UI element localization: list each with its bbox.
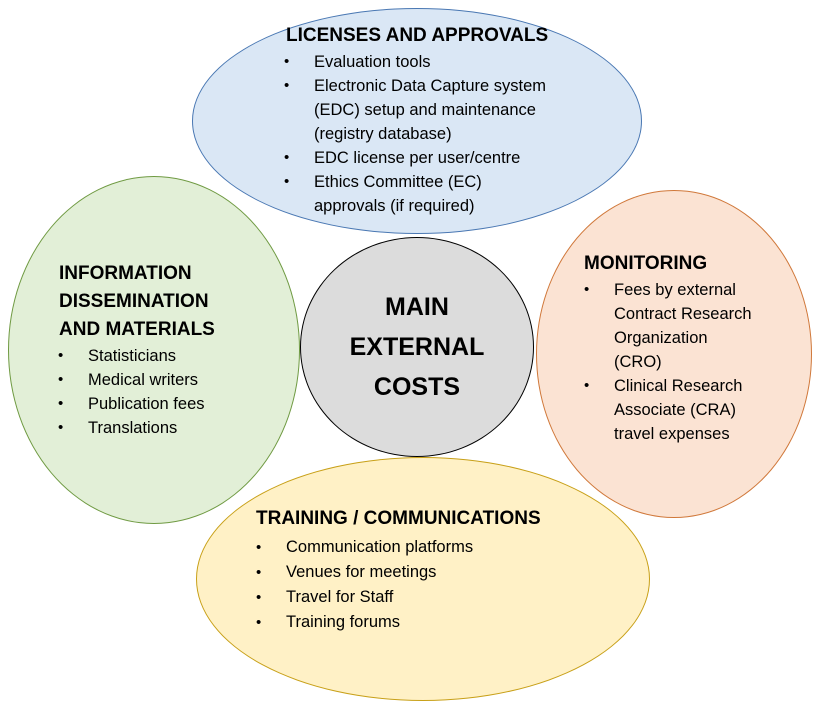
- monitoring-panel: MONITORING Fees by external Contract Res…: [584, 250, 794, 446]
- center-line-3: COSTS: [373, 373, 461, 401]
- list-item: Medical writers: [56, 368, 289, 392]
- center-line-2: EXTERNAL: [349, 333, 485, 361]
- list-item: Statisticians: [56, 344, 289, 368]
- information-list: Statisticians Medical writers Publicatio…: [56, 344, 289, 440]
- center-circle: [300, 237, 534, 457]
- licenses-list: Evaluation tools Electronic Data Capture…: [282, 50, 616, 218]
- information-title-line-2: DISSEMINATION: [59, 291, 209, 312]
- list-item: Training forums: [254, 610, 596, 635]
- list-item: Travel for Staff: [254, 585, 596, 610]
- list-item: Evaluation tools: [282, 50, 616, 74]
- center-label: MAIN EXTERNAL COSTS: [300, 237, 534, 457]
- information-panel: INFORMATION DISSEMINATION AND MATERIALS …: [56, 260, 289, 440]
- list-item: Publication fees: [56, 392, 289, 416]
- list-item: Translations: [56, 416, 289, 440]
- information-title-line-1: INFORMATION: [59, 263, 192, 284]
- training-panel: TRAINING / COMMUNICATIONS Communication …: [256, 505, 596, 635]
- training-title: TRAINING / COMMUNICATIONS: [256, 508, 541, 529]
- licenses-panel: LICENSES AND APPROVALS Evaluation tools …: [284, 22, 616, 218]
- list-item: Ethics Committee (EC) approvals (if requ…: [282, 170, 616, 218]
- list-item: Electronic Data Capture system (EDC) set…: [282, 74, 616, 146]
- licenses-title: LICENSES AND APPROVALS: [286, 25, 549, 46]
- list-item: EDC license per user/centre: [282, 146, 616, 170]
- list-item: Clinical Research Associate (CRA) travel…: [582, 374, 794, 446]
- training-list: Communication platforms Venues for meeti…: [254, 535, 596, 635]
- information-title-line-3: AND MATERIALS: [59, 319, 215, 340]
- list-item: Fees by external Contract Research Organ…: [582, 278, 794, 374]
- monitoring-list: Fees by external Contract Research Organ…: [582, 278, 794, 446]
- list-item: Venues for meetings: [254, 560, 596, 585]
- list-item: Communication platforms: [254, 535, 596, 560]
- monitoring-title: MONITORING: [584, 253, 708, 274]
- center-line-1: MAIN: [385, 293, 449, 321]
